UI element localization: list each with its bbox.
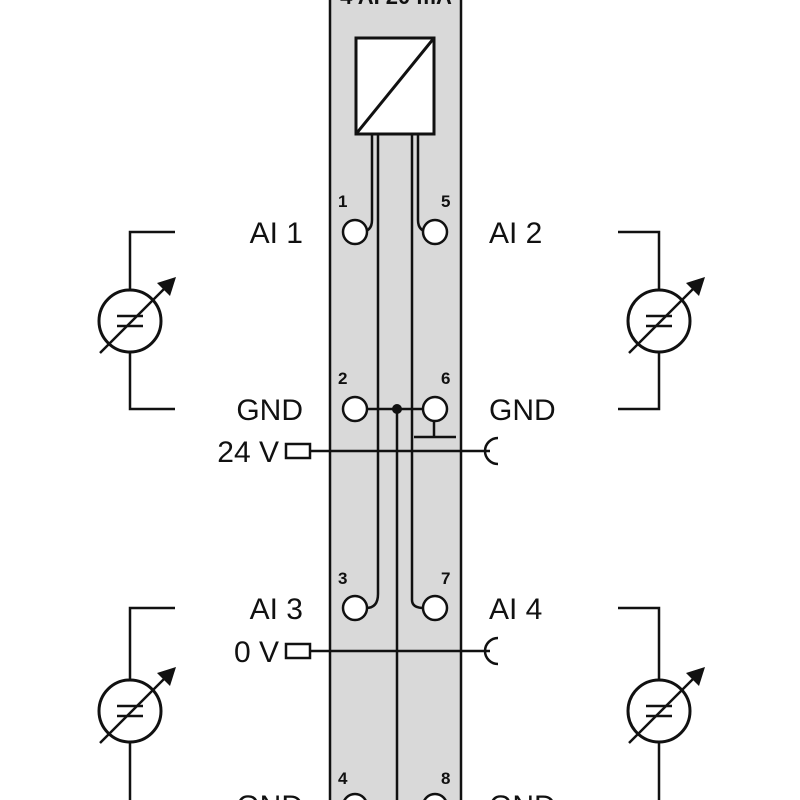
terminal-number-5: 5 bbox=[441, 192, 450, 211]
ground-symbol-icon bbox=[414, 422, 456, 439]
terminal-number-8: 8 bbox=[441, 769, 450, 788]
terminal-number-4: 4 bbox=[338, 769, 348, 788]
sensor-bottom-left bbox=[97, 606, 176, 800]
label-gnd-8: GND bbox=[489, 790, 556, 800]
terminal-number-7: 7 bbox=[441, 569, 450, 588]
terminal-6[interactable] bbox=[421, 395, 449, 423]
terminal-4[interactable] bbox=[343, 792, 367, 800]
variable-current-source-icon bbox=[626, 277, 705, 354]
rail-24v bbox=[284, 436, 499, 466]
terminal-5[interactable] bbox=[421, 218, 449, 246]
terminal-number-2: 2 bbox=[338, 369, 347, 388]
terminal-7[interactable] bbox=[421, 594, 449, 622]
terminal-1[interactable] bbox=[341, 218, 369, 246]
rail-0v bbox=[284, 636, 499, 666]
label-ai1: AI 1 bbox=[250, 217, 303, 250]
label-24v: 24 V bbox=[217, 436, 279, 469]
connector-24v-right bbox=[483, 436, 499, 466]
module-header-text: 4 AI 20 mA bbox=[340, 0, 452, 9]
variable-current-source-icon bbox=[97, 667, 176, 744]
sensor-bottom-right bbox=[618, 606, 705, 800]
label-gnd-2: GND bbox=[236, 394, 303, 427]
label-0v: 0 V bbox=[234, 636, 279, 669]
terminal-number-3: 3 bbox=[338, 569, 347, 588]
terminal-2[interactable] bbox=[341, 395, 369, 423]
terminal-number-1: 1 bbox=[338, 192, 347, 211]
label-gnd-4: GND bbox=[236, 790, 303, 800]
gnd-junction-dot bbox=[392, 404, 402, 414]
terminal-3[interactable] bbox=[341, 594, 369, 622]
signal-converter-icon bbox=[354, 36, 436, 136]
variable-current-source-icon bbox=[97, 277, 176, 354]
label-ai3: AI 3 bbox=[250, 593, 303, 626]
terminal-8[interactable] bbox=[423, 792, 447, 800]
variable-current-source-icon bbox=[626, 667, 705, 744]
connector-0v-left bbox=[284, 642, 312, 660]
label-ai2: AI 2 bbox=[489, 217, 542, 250]
terminal-number-6: 6 bbox=[441, 369, 450, 388]
sensor-top-left bbox=[97, 230, 176, 411]
sensor-top-right bbox=[618, 230, 705, 411]
connector-24v-left bbox=[284, 442, 312, 460]
label-gnd-6: GND bbox=[489, 394, 556, 427]
connector-0v-right bbox=[483, 636, 499, 666]
label-ai4: AI 4 bbox=[489, 593, 542, 626]
